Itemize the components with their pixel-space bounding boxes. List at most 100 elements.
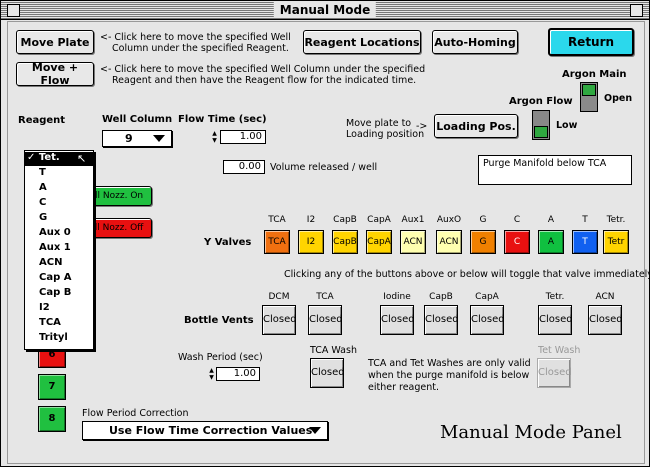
wash-note-2: when the purge manifold is below (368, 370, 530, 381)
move-flow-help-1: <- Click here to move the specified Well… (100, 64, 426, 75)
reagent-menu-item[interactable]: I2 (39, 302, 50, 313)
mouse-cursor-icon: ↖ (77, 152, 87, 165)
volume-label: Volume released / well (270, 162, 378, 173)
purge-status-display: Purge Manifold below TCA (478, 155, 632, 185)
tet-wash-button: Closed (537, 358, 572, 388)
argon-flow-toggle[interactable] (532, 110, 550, 140)
toggle-note: Clicking any of the buttons above or bel… (284, 269, 650, 280)
bottle-vent-button[interactable]: Closed (262, 305, 297, 335)
well-column-value: 9 (125, 132, 133, 145)
bottle-vent-header: TCA (316, 292, 334, 302)
arrow-right-icon: -> (416, 121, 428, 132)
toggle-knob-icon (582, 84, 596, 96)
reagent-menu-selected-label: ✓ Tet. (27, 152, 60, 163)
well-column-label: Well Column (102, 114, 173, 125)
bottle-vent-header: CapB (429, 292, 453, 302)
y-valve-header: Aux1 (401, 215, 425, 225)
chevron-down-icon (153, 135, 165, 142)
wash-note-1: TCA and Tet Washes are only valid (368, 358, 531, 369)
bottle-vent-header: Tetr. (545, 292, 565, 302)
zoom-box-icon[interactable] (630, 4, 643, 17)
tca-wash-button[interactable]: Closed (310, 358, 345, 388)
reagent-menu-item[interactable]: Trityl (39, 332, 68, 343)
well-column-button[interactable]: 8 (38, 406, 66, 432)
reagent-menu-item[interactable]: TCA (39, 317, 61, 328)
bottle-vent-button[interactable]: Closed (380, 305, 415, 335)
flow-correction-select[interactable]: Use Flow Time Correction Values (82, 421, 328, 440)
title-bar[interactable]: Manual Mode (1, 1, 649, 20)
reagent-menu-item[interactable]: G (39, 212, 48, 223)
reagent-menu-item[interactable]: ACN (39, 257, 63, 268)
reagent-menu-item[interactable]: Cap B (39, 287, 72, 298)
y-valve-button[interactable]: Tetr (603, 230, 629, 254)
move-plate-button[interactable]: Move Plate (16, 30, 94, 54)
y-valve-header: C (513, 215, 521, 225)
y-valve-button[interactable]: C (504, 230, 530, 254)
bottle-vent-button[interactable]: Closed (424, 305, 459, 335)
loading-pos-button[interactable]: Loading Pos. (434, 114, 518, 138)
move-plate-help-1: <- Click here to move the specified Well (100, 32, 291, 43)
auto-homing-button[interactable]: Auto-Homing (432, 30, 518, 54)
bottle-vent-button[interactable]: Closed (588, 305, 623, 335)
manual-mode-panel: Move Plate <- Click here to move the spe… (7, 21, 649, 464)
wash-period-label: Wash Period (sec) (178, 352, 263, 363)
y-valve-header: T (582, 215, 588, 225)
reagent-menu-selected[interactable]: ✓ Tet. ↖ (25, 152, 93, 166)
reagent-menu-item[interactable]: C (39, 197, 47, 208)
y-valve-header: G (479, 215, 487, 225)
argon-main-toggle[interactable] (580, 82, 598, 112)
toggle-knob-icon (534, 126, 548, 138)
y-valve-header: AuxO (436, 215, 462, 225)
wash-period-stepper-icon[interactable]: ▲▼ (209, 367, 214, 381)
argon-main-label: Argon Main (562, 69, 627, 80)
flow-correction-value: Use Flow Time Correction Values (109, 424, 313, 437)
y-valve-header: CapB (333, 215, 357, 225)
bottle-vent-header: Iodine (383, 292, 411, 302)
move-flow-help-2: Reagent and then have the Reagent flow f… (112, 75, 417, 86)
wash-period-field[interactable]: 1.00 (216, 367, 260, 381)
flow-time-field[interactable]: 1.00 (220, 130, 266, 144)
y-valve-header: I2 (306, 215, 316, 225)
bottle-vent-header: ACN (595, 292, 615, 302)
y-valve-header: TCA (268, 215, 286, 225)
y-valve-button[interactable]: G (470, 230, 496, 254)
y-valve-button[interactable]: T (572, 230, 598, 254)
well-column-button[interactable]: 7 (38, 374, 66, 400)
flow-time-label: Flow Time (sec) (178, 114, 267, 125)
y-valve-button[interactable]: CapB (332, 230, 358, 254)
move-flow-button[interactable]: Move + Flow (16, 61, 94, 87)
reagent-menu-item[interactable]: Cap A (39, 272, 72, 283)
well-column-select[interactable]: 9 (102, 130, 172, 147)
flow-time-stepper-icon[interactable]: ▲▼ (212, 130, 217, 144)
y-valve-header: CapA (367, 215, 391, 225)
volume-field[interactable]: 0.00 (223, 160, 265, 174)
y-valve-button[interactable]: TCA (264, 230, 290, 254)
reagent-menu-item[interactable]: A (39, 182, 47, 193)
bottle-vent-button[interactable]: Closed (470, 305, 505, 335)
y-valve-header: Tetr. (606, 215, 626, 225)
y-valve-button[interactable]: CapA (366, 230, 392, 254)
bottle-vents-label: Bottle Vents (184, 315, 254, 326)
bottle-vent-header: CapA (475, 292, 499, 302)
loading-help-2: Loading position (346, 129, 425, 140)
close-box-icon[interactable] (7, 4, 20, 17)
y-valve-button[interactable]: ACN (436, 230, 462, 254)
y-valve-header: A (547, 215, 555, 225)
y-valve-button[interactable]: ACN (400, 230, 426, 254)
tet-wash-label: Tet Wash (538, 345, 581, 356)
argon-flow-label: Argon Flow (509, 96, 573, 107)
move-plate-help-2: Column under the specified Reagent. (112, 43, 289, 54)
argon-flow-state: Low (556, 120, 578, 131)
bottle-vent-button[interactable]: Closed (538, 305, 573, 335)
y-valve-button[interactable]: A (538, 230, 564, 254)
bottle-vent-button[interactable]: Closed (308, 305, 343, 335)
reagent-menu-item[interactable]: Aux 0 (39, 227, 71, 238)
reagent-locations-button[interactable]: Reagent Locations (303, 30, 421, 54)
argon-main-state: Open (604, 93, 633, 104)
return-button[interactable]: Return (548, 28, 634, 56)
window-title: Manual Mode (273, 2, 377, 18)
y-valve-button[interactable]: I2 (298, 230, 324, 254)
reagent-menu-item[interactable]: Aux 1 (39, 242, 71, 253)
reagent-menu-item[interactable]: T (39, 167, 46, 178)
